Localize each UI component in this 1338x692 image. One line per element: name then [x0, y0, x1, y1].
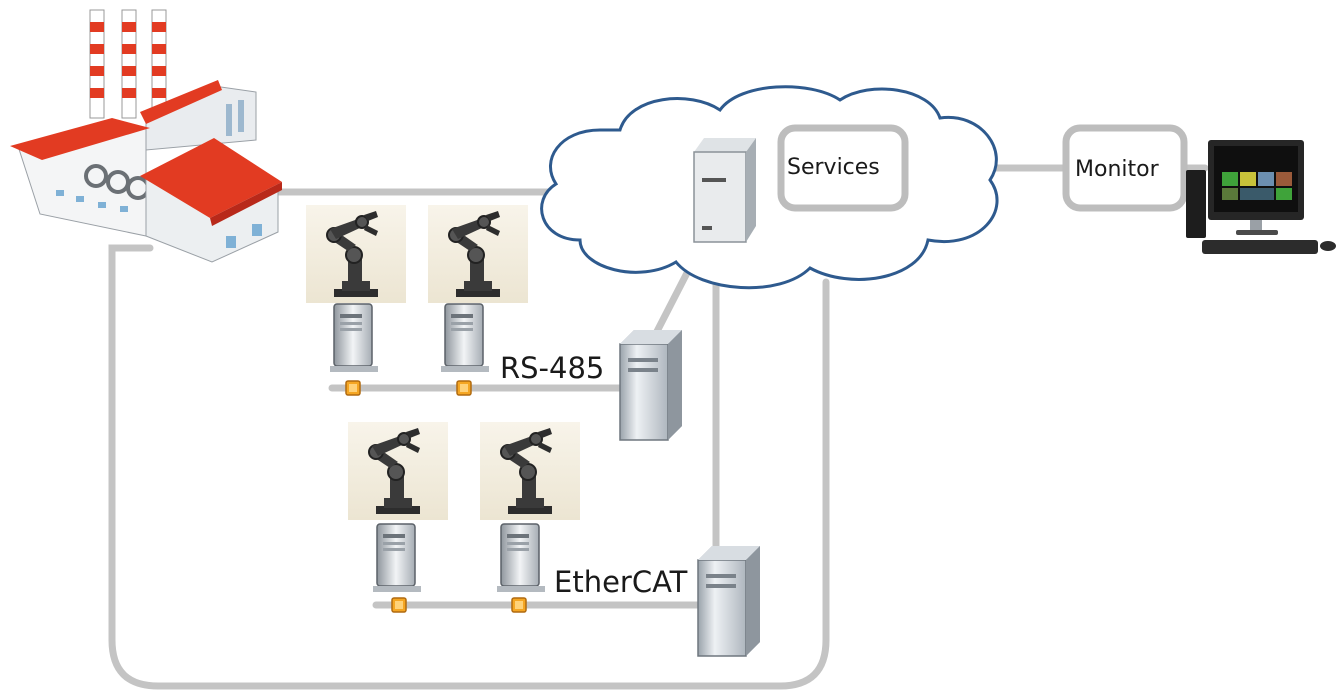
services-label: Services: [787, 155, 880, 180]
robot-arm-icon: [427, 204, 529, 304]
robot-arm-icon: [347, 421, 449, 521]
computer-terminal-icon: [329, 303, 379, 373]
monitor-label: Monitor: [1075, 157, 1160, 182]
computer-terminal-icon: [372, 523, 422, 593]
factory-loop-link: [108, 188, 830, 690]
ethercat-bus-label: EtherCAT: [554, 565, 688, 599]
factory-icon: [10, 9, 282, 263]
tower-server-icon: [619, 329, 683, 441]
tower-server-icon: [697, 545, 761, 657]
computer-terminal-icon: [440, 303, 490, 373]
robot-arm-icon: [305, 204, 407, 304]
ethercat-node-plug: [391, 597, 407, 613]
rs485-bus-label: RS-485: [500, 351, 604, 385]
cloud-icon: [540, 85, 999, 290]
desktop-pc-icon: [1186, 140, 1336, 254]
rs485-node-plug: [345, 380, 361, 396]
factory-chimneys: [89, 9, 167, 119]
ethercat-node-plug: [511, 597, 527, 613]
monitor-node: Monitor: [1062, 124, 1188, 212]
server-icon: [693, 138, 756, 243]
rs485-node-plug: [456, 380, 472, 396]
computer-terminal-icon: [496, 523, 546, 593]
services-node: Services: [777, 124, 909, 212]
robot-arm-icon: [479, 421, 581, 521]
